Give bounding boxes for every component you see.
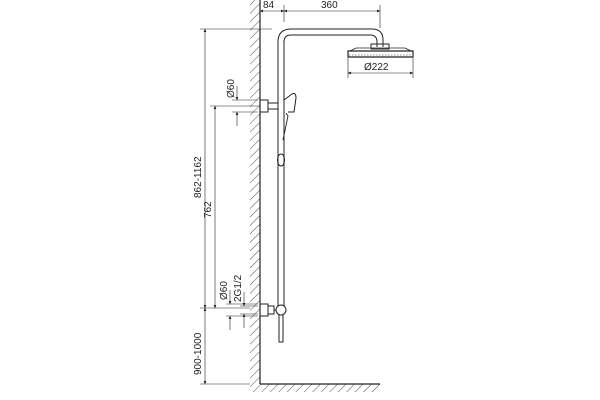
- dim-label-head-diameter: Ø222: [364, 62, 389, 73]
- dim-wall-offset: 84: [259, 0, 285, 22]
- dim-label-bar-height: 762: [203, 201, 214, 218]
- mixer-lever: [278, 315, 284, 343]
- upper-wall-bracket: [259, 99, 279, 113]
- overhead-arm: [277, 28, 384, 47]
- rain-shower-head: [347, 43, 414, 58]
- dim-bar-height: 762: [203, 105, 260, 309]
- riser-pipe: [277, 40, 285, 306]
- floor: [250, 383, 380, 392]
- dim-arm-length: 360: [283, 0, 381, 28]
- dim-label-inlet-thread: 2G1/2: [233, 274, 244, 302]
- dim-label-total-height: 862-1162: [193, 156, 204, 198]
- dim-label-bracket-lower: Ø60: [219, 281, 230, 300]
- dim-mount-height: 900-1000: [193, 307, 250, 385]
- dim-label-arm-length: 360: [321, 0, 338, 11]
- dim-bracket-lower: Ø60: [219, 281, 258, 330]
- dim-label-wall-offset: 84: [263, 0, 275, 11]
- dim-total-height: 862-1162: [193, 28, 272, 309]
- dim-label-mount-height: 900-1000: [193, 332, 204, 375]
- dim-inlet-thread: 2G1/2: [233, 274, 258, 328]
- wall: [250, 0, 261, 384]
- dim-head-diameter: Ø222: [347, 58, 414, 78]
- hand-shower: [277, 93, 297, 167]
- lower-wall-bracket: [259, 303, 287, 317]
- dim-label-bracket-upper: Ø60: [226, 79, 237, 98]
- dim-bracket-upper: Ø60: [226, 79, 258, 126]
